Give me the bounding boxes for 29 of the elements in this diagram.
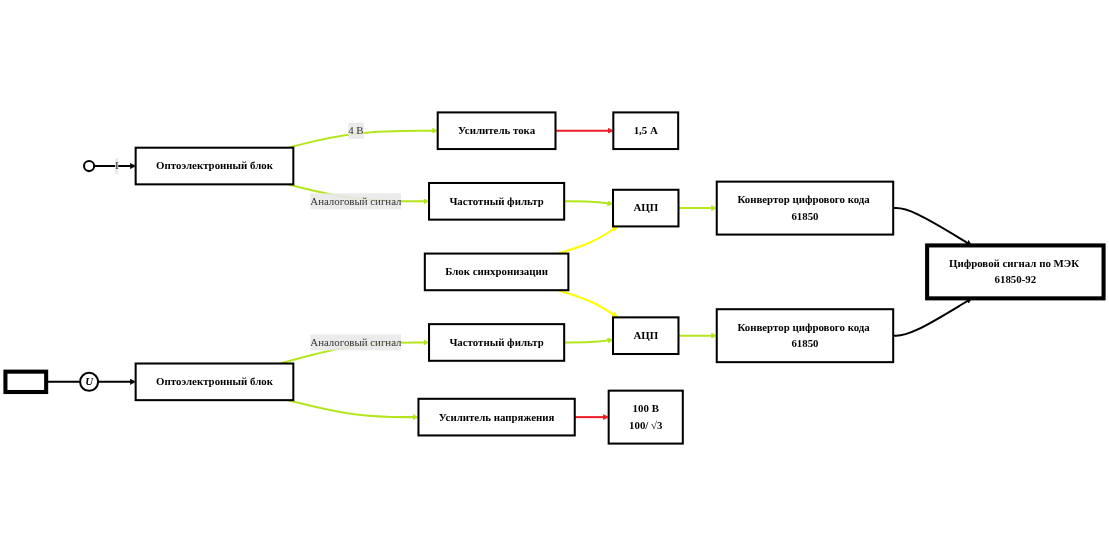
- arrow: [98, 378, 136, 385]
- node-box: Частотный фильтр: [428, 181, 566, 221]
- arrow: [564, 337, 614, 344]
- arrow: [94, 163, 136, 169]
- arrow: [555, 127, 614, 134]
- node-box: Оптоэлектронный блок: [134, 146, 295, 186]
- edge-label: 4 В: [348, 124, 364, 137]
- node-box: Усилитель тока: [436, 111, 557, 151]
- edge-label: Аналоговый сигнал: [310, 336, 402, 348]
- arrow: [574, 414, 609, 421]
- node-box: Блок синхронизации: [423, 252, 570, 292]
- node-box: Усилитель напряжения: [417, 397, 576, 437]
- arrow: [678, 332, 717, 339]
- node-box: Конвертор цифрового кода 61850: [715, 180, 895, 236]
- edge-label: Аналоговый сигнал: [310, 195, 402, 207]
- node-box: 1,5 А: [612, 111, 680, 151]
- arrow: [678, 205, 717, 212]
- node-circle: [83, 159, 96, 173]
- node-box: Конвертор цифрового кода 61850: [715, 308, 895, 364]
- node-box: АЦП: [612, 188, 680, 228]
- node-box: Оптоэлектронный блок: [134, 362, 295, 402]
- node-box: АЦП: [612, 316, 680, 356]
- node-box: 100 В 100/ √3: [607, 389, 684, 445]
- edge-label: I: [115, 159, 119, 172]
- node-bar: [3, 369, 49, 395]
- node-circle: U: [79, 371, 100, 392]
- arrow: [564, 200, 614, 207]
- node-box: Цифровой сигнал по МЭК 61850-92: [925, 243, 1106, 301]
- node-box: Частотный фильтр: [428, 323, 566, 362]
